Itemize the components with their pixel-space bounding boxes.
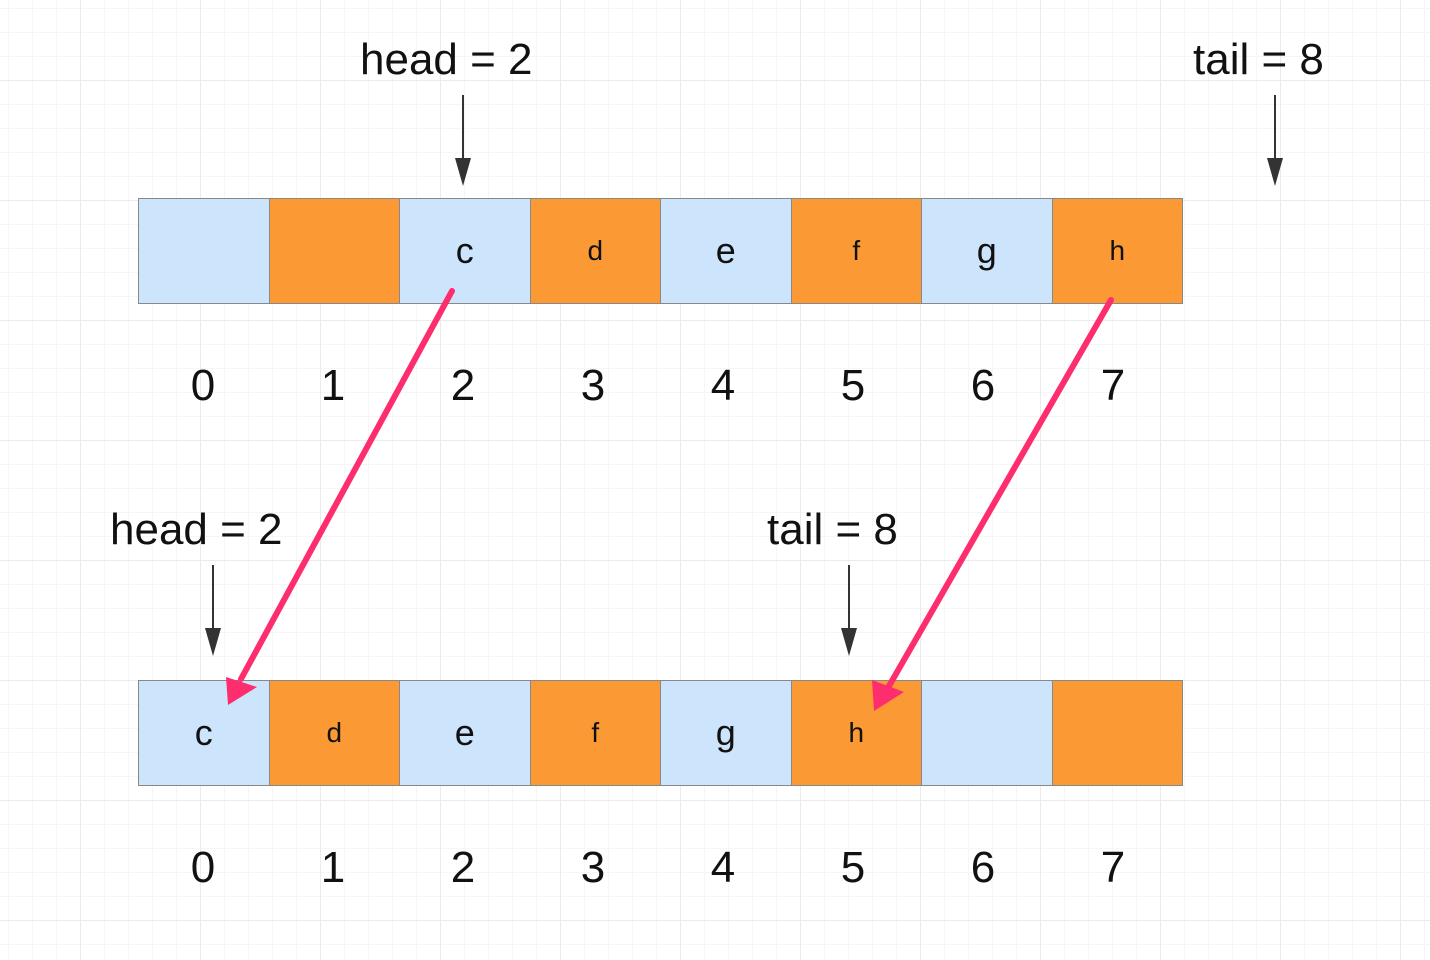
array-cell: f — [529, 680, 661, 786]
array-after: c d e f g h — [138, 680, 1183, 786]
array-cell: h — [790, 680, 922, 786]
array-before: c d e f g h — [138, 198, 1183, 304]
tail-pointer-arrow-before — [1267, 95, 1283, 186]
tail-pointer-arrow-after — [841, 565, 857, 656]
array-cell — [268, 198, 400, 304]
array-cell: g — [921, 198, 1053, 304]
array-cell: g — [660, 680, 792, 786]
index-label: 7 — [1100, 361, 1126, 410]
head-pointer-arrow-after — [205, 565, 221, 656]
index-label: 7 — [1100, 843, 1126, 892]
index-label: 2 — [450, 843, 476, 892]
array-cell: c — [138, 680, 270, 786]
index-label: 1 — [320, 843, 346, 892]
array-cell: c — [399, 198, 531, 304]
array-cell — [1051, 680, 1183, 786]
index-label: 6 — [970, 843, 996, 892]
index-label: 1 — [320, 361, 346, 410]
head-pointer-arrow-before — [455, 95, 471, 186]
array-cell: e — [660, 198, 792, 304]
array-cell: h — [1051, 198, 1183, 304]
index-row-before: 0 1 2 3 4 5 6 7 — [138, 360, 1182, 412]
index-label: 0 — [190, 843, 216, 892]
index-label: 4 — [710, 361, 736, 410]
index-label: 0 — [190, 361, 216, 410]
index-label: 6 — [970, 361, 996, 410]
index-label: 3 — [580, 843, 606, 892]
tail-pointer-label-after: tail = 8 — [767, 505, 898, 554]
index-label: 3 — [580, 361, 606, 410]
array-cell: d — [268, 680, 400, 786]
array-cell: f — [790, 198, 922, 304]
index-label: 5 — [840, 843, 866, 892]
array-cell — [138, 198, 270, 304]
array-cell — [921, 680, 1053, 786]
head-pointer-label-before: head = 2 — [360, 35, 533, 84]
index-label: 4 — [710, 843, 736, 892]
index-row-after: 0 1 2 3 4 5 6 7 — [138, 842, 1182, 894]
tail-pointer-label-before: tail = 8 — [1193, 35, 1324, 84]
move-arrow-c — [226, 288, 455, 705]
index-label: 5 — [840, 361, 866, 410]
index-label: 2 — [450, 361, 476, 410]
head-pointer-label-after: head = 2 — [110, 505, 283, 554]
array-cell: e — [399, 680, 531, 786]
array-cell: d — [529, 198, 661, 304]
